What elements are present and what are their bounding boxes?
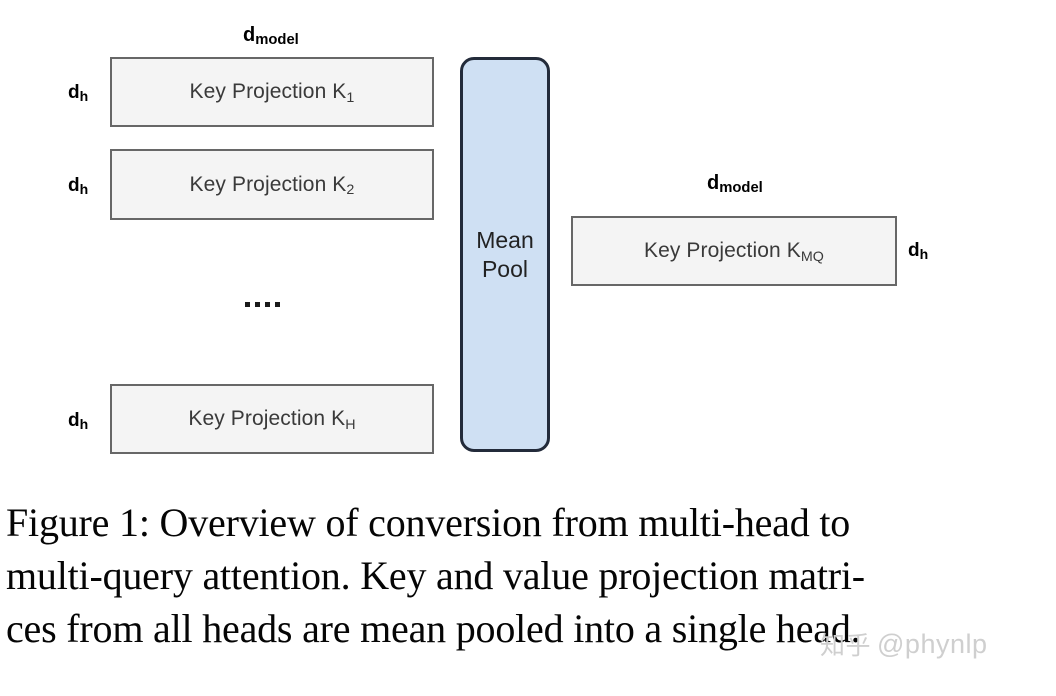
dim-label-dmodel-right: dmodel: [707, 172, 763, 197]
dim-label-dmodel-left: dmodel: [243, 24, 299, 49]
ellipsis-icon: [245, 302, 280, 307]
dim-label-dh-head-1: dh: [68, 82, 89, 105]
caption-line-2: multi-query attention. Key and value pro…: [6, 553, 865, 598]
figure-caption: Figure 1: Overview of conversion from mu…: [6, 496, 1046, 655]
mean-pool-label-line1: Mean: [476, 227, 534, 254]
key-projection-box-1[interactable]: Key Projection K1: [110, 57, 434, 127]
caption-line-1: Figure 1: Overview of conversion from mu…: [6, 500, 851, 545]
dim-label-dh-head-h: dh: [68, 410, 89, 433]
key-projection-label-2: Key Projection K2: [189, 172, 355, 199]
key-projection-box-mq[interactable]: Key Projection KMQ: [571, 216, 897, 286]
caption-line-3: ces from all heads are mean pooled into …: [6, 606, 861, 651]
dim-label-dh-head-2: dh: [68, 175, 89, 198]
dim-label-dh-output: dh: [908, 240, 929, 263]
key-projection-box-2[interactable]: Key Projection K2: [110, 149, 434, 220]
key-projection-label-h: Key Projection KH: [188, 407, 356, 433]
figure-diagram: dmodel dh Key Projection K1 dh Key Proje…: [68, 24, 929, 454]
mean-pool-box[interactable]: Mean Pool: [460, 57, 550, 452]
mean-pool-label-line2: Pool: [481, 255, 529, 282]
key-projection-label-mq: Key Projection KMQ: [643, 239, 825, 265]
key-projection-box-h[interactable]: Key Projection KH: [110, 384, 434, 454]
key-projection-label-1: Key Projection K1: [189, 80, 355, 106]
